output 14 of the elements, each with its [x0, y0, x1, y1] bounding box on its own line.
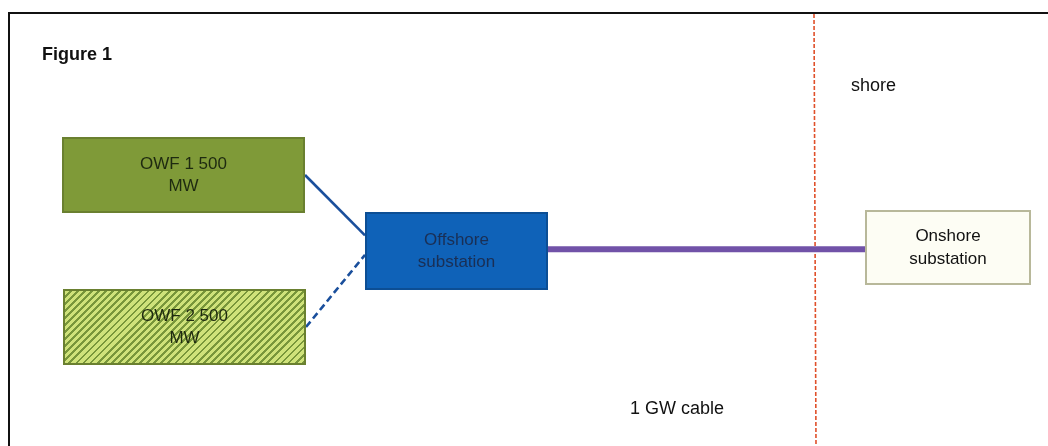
cable-line	[548, 246, 865, 253]
region-label: shore	[851, 75, 897, 96]
wind-farm-box	[62, 137, 305, 213]
node-label: Offshore substation	[416, 228, 497, 273]
wind-farm-box	[63, 289, 306, 365]
cable-line	[304, 174, 366, 237]
node-label: OWF 2 500 MW	[140, 304, 229, 349]
figure-title: Figure 1	[42, 44, 112, 65]
cable-line	[305, 254, 366, 328]
node-label: Onshore substation	[908, 225, 988, 270]
substation-box	[865, 210, 1031, 285]
cable-label: 1 GW cable	[630, 398, 725, 419]
substation-box	[365, 212, 548, 290]
node-label: OWF 1 500 MW	[139, 152, 228, 197]
